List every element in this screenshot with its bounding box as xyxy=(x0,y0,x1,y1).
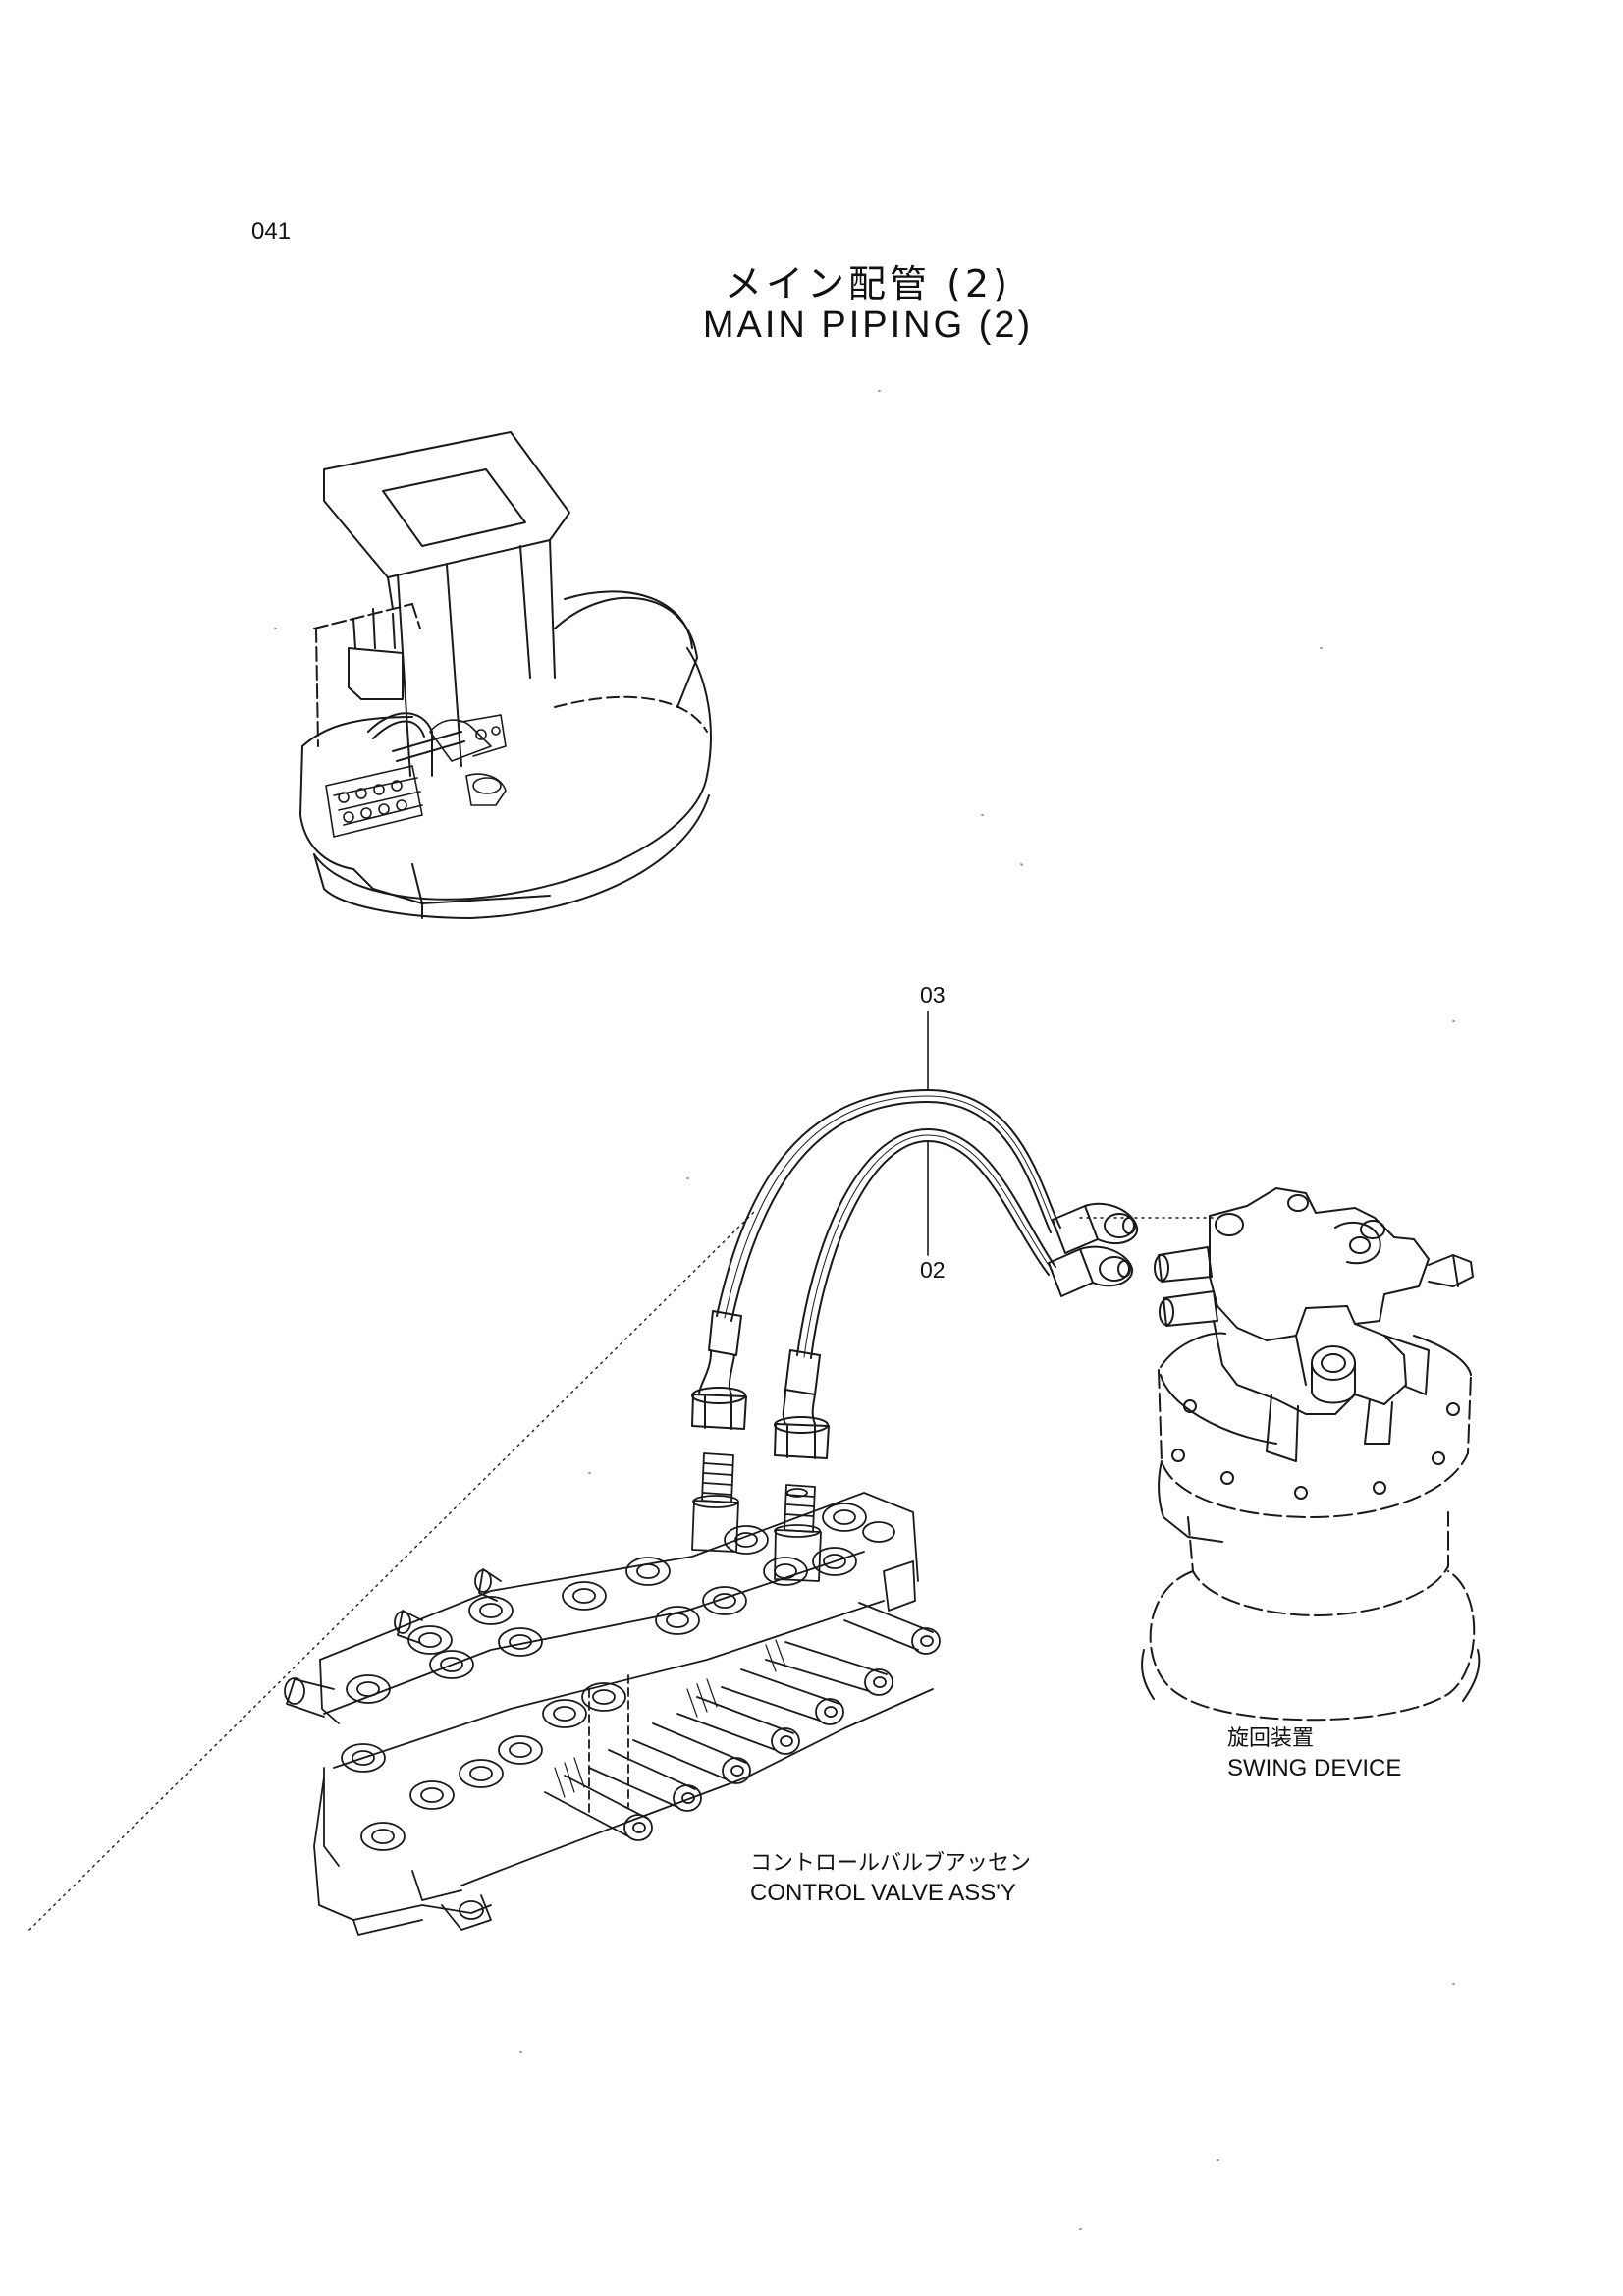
hose-fittings-swing-side xyxy=(1049,1204,1137,1296)
title-english: MAIN PIPING (2) xyxy=(702,304,1034,346)
swing-device-illustration xyxy=(1142,1188,1479,1720)
swing-device-label-jp: 旋回装置 xyxy=(1227,1726,1315,1751)
swing-device-label: 旋回装置 SWING DEVICE xyxy=(1227,1724,1401,1783)
control-valve-label-jp: コントロールバルブアッセン xyxy=(750,1851,1032,1876)
title-japanese: メイン配管 (2) xyxy=(725,262,1011,305)
control-valve-label: コントロールバルブアッセン CONTROL VALVE ASS'Y xyxy=(750,1849,1031,1908)
callout-02: 02 xyxy=(920,1257,946,1283)
hose-02 xyxy=(797,1129,1055,1358)
page-number: 041 xyxy=(251,218,292,245)
callout-03: 03 xyxy=(920,982,946,1008)
control-valve-label-en: CONTROL VALVE ASS'Y xyxy=(750,1880,1016,1906)
swing-device-label-en: SWING DEVICE xyxy=(1227,1755,1402,1781)
leader-line-dotted xyxy=(29,1210,756,1930)
hose-fittings-valve-side xyxy=(692,1311,829,1458)
control-valve-illustration xyxy=(285,1453,940,1935)
hose-03 xyxy=(717,1090,1060,1321)
machine-overview-illustration xyxy=(300,432,711,918)
scan-specks xyxy=(275,391,1454,2229)
